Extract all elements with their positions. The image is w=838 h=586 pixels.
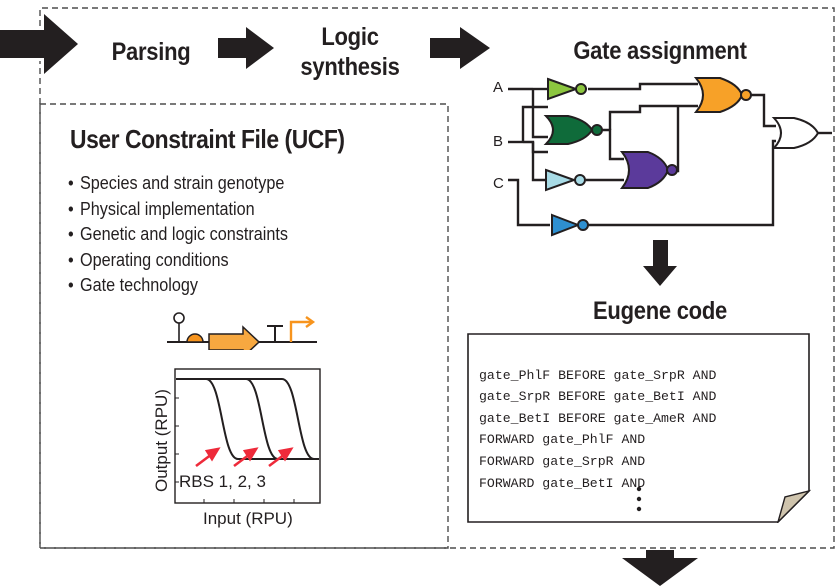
not-gate-c xyxy=(551,213,589,237)
ucf-item: Genetic and logic constraints xyxy=(68,222,288,248)
insulator-loop-icon xyxy=(173,312,185,324)
rbs-icon xyxy=(186,333,204,343)
nor-gate-ab xyxy=(543,115,603,145)
logic-synthesis-label: Logic synthesis xyxy=(297,22,403,82)
synthesis-to-assignment-arrow-icon xyxy=(430,27,490,69)
nor-gate-purple xyxy=(619,151,678,189)
circuit-wires xyxy=(508,82,832,227)
parsing-label: Parsing xyxy=(111,38,191,66)
gate-circuit: A B C xyxy=(493,77,832,237)
gate-assignment-label: Gate assignment xyxy=(573,37,747,65)
eugene-code-block: gate_PhlF BEFORE gate_SrpR AND gate_SrpR … xyxy=(479,343,716,494)
ellipsis-dot xyxy=(636,496,642,502)
plot-y-axis-label: Output (RPU) xyxy=(152,389,171,492)
or-gate-output xyxy=(771,117,820,149)
entry-arrow-icon xyxy=(0,14,78,74)
code-line: gate_PhlF BEFORE gate_SrpR AND xyxy=(479,367,717,383)
code-line: gate_BetI BEFORE gate_AmeR AND xyxy=(479,410,717,426)
rbs-annotation: RBS 1, 2, 3 xyxy=(179,472,266,491)
ellipsis-dot xyxy=(636,506,642,512)
plot-x-axis-label: Input (RPU) xyxy=(203,509,293,528)
promoter-icon xyxy=(289,320,311,342)
outer-dashed-border xyxy=(39,7,835,549)
genetic-construct-icon xyxy=(167,312,317,350)
ucf-item: Gate technology xyxy=(68,273,288,299)
code-document-shape xyxy=(467,333,811,523)
code-line: FORWARD gate_BetI AND xyxy=(479,475,646,491)
not-gate-a xyxy=(547,77,587,101)
plot-ticks xyxy=(175,397,295,503)
logic-label: Logic xyxy=(321,23,379,51)
response-curves xyxy=(176,378,319,460)
ucf-dashed-border xyxy=(39,103,449,549)
page-curl-icon xyxy=(776,489,811,523)
code-line: FORWARD gate_SrpR AND xyxy=(479,453,646,469)
not-gate-b xyxy=(545,168,586,192)
output-arrow-icon xyxy=(622,550,698,586)
synthesis-label: synthesis xyxy=(300,53,400,81)
cds-icon xyxy=(208,325,261,350)
plot-frame xyxy=(174,368,321,504)
input-b-label: B xyxy=(493,133,503,150)
rbs-arrows xyxy=(195,447,294,468)
assignment-to-eugene-arrow-icon xyxy=(643,240,677,286)
code-line: gate_SrpR BEFORE gate_BetI AND xyxy=(479,389,717,405)
code-line: FORWARD gate_PhlF AND xyxy=(479,432,646,448)
ellipsis-dot xyxy=(636,486,642,492)
nor-gate-orange xyxy=(693,77,752,113)
eugene-code-label: Eugene code xyxy=(592,297,728,325)
ucf-item: Operating conditions xyxy=(68,248,288,274)
ucf-title: User Constraint File (UCF) xyxy=(70,124,345,154)
parsing-to-synthesis-arrow-icon xyxy=(218,27,274,69)
ucf-item: Physical implementation xyxy=(68,197,288,223)
input-a-label: A xyxy=(493,79,503,96)
input-c-label: C xyxy=(493,175,504,192)
ucf-bullet-list: Species and strain genotype Physical imp… xyxy=(68,171,312,299)
response-plot xyxy=(174,368,321,504)
ucf-item: Species and strain genotype xyxy=(68,171,288,197)
